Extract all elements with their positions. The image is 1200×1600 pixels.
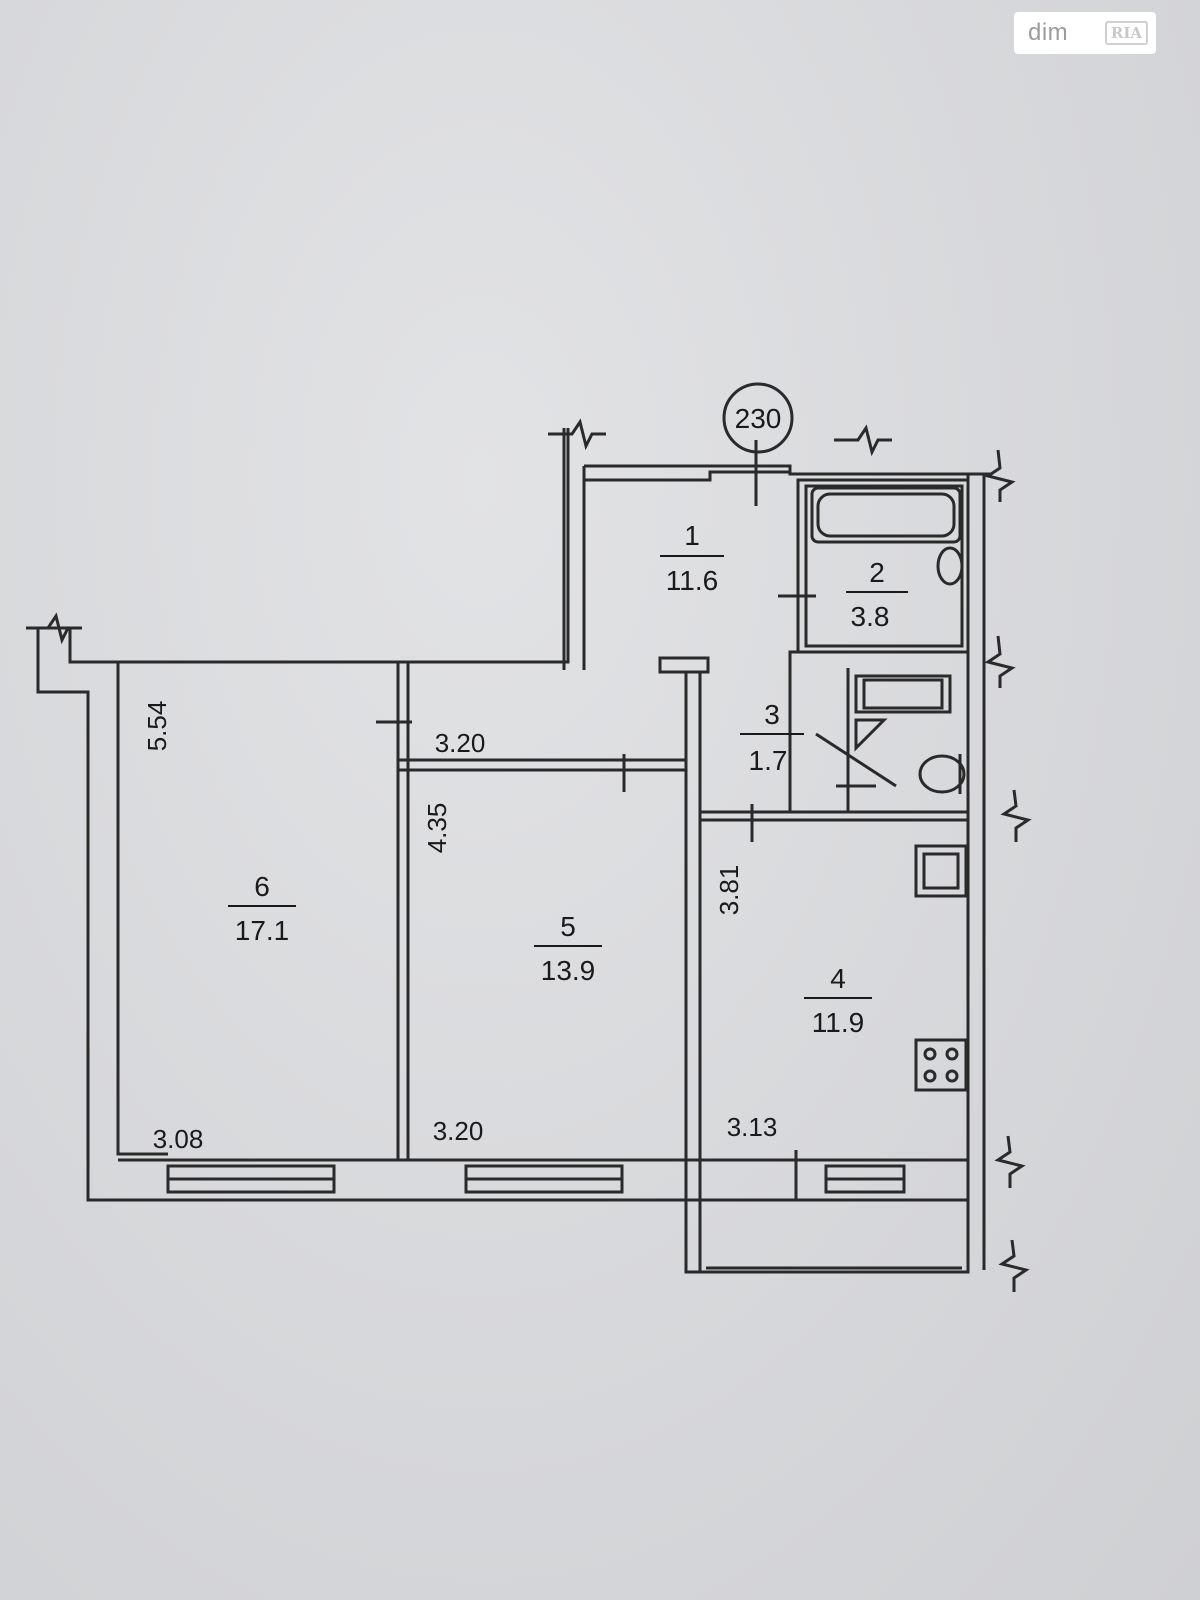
room2-number: 2: [869, 557, 885, 588]
room6-outer-wall: [38, 428, 570, 664]
break-symbol: [548, 418, 606, 451]
stove-burner: [945, 1047, 959, 1061]
dim-room4-height: 3.81: [714, 865, 744, 916]
dim-room5-height: 4.35: [422, 803, 452, 854]
dim-room6-height: 5.54: [142, 701, 172, 752]
watermark-brand-mark: RIA: [1104, 21, 1148, 45]
break-symbol: [834, 424, 892, 457]
top-wall-inner: [584, 470, 790, 482]
water-heater-inner: [862, 678, 944, 710]
partition-cap: [658, 656, 710, 674]
room6-number: 6: [254, 871, 270, 902]
room2-area: 3.8: [851, 601, 890, 632]
bathtub-inner: [816, 492, 956, 538]
room3-number: 3: [764, 699, 780, 730]
break-symbol: [984, 449, 1016, 502]
dim-room5-bottom-width: 3.20: [433, 1116, 484, 1146]
room1-area: 11.6: [666, 565, 718, 596]
apartment-number: 230: [735, 403, 782, 434]
bathroom-sink: [936, 546, 964, 586]
balcony: [684, 1198, 970, 1274]
kitchen-sink-inner: [922, 852, 960, 890]
room6-outer-wall-inner: [116, 662, 168, 1156]
dim-room5-top-width: 3.20: [435, 728, 486, 758]
walls: [26, 418, 1032, 1292]
break-symbol: [984, 635, 1016, 688]
stove-burner: [923, 1069, 937, 1083]
toilet: [918, 754, 966, 794]
kitchen-stove: [914, 1038, 968, 1092]
bathtub: [810, 486, 962, 544]
dim-room6-width: 3.08: [153, 1124, 204, 1154]
dim-room4-width: 3.13: [727, 1112, 778, 1142]
room-labels: [228, 555, 908, 999]
room4-area: 11.9: [812, 1007, 864, 1038]
break-symbol: [994, 1135, 1026, 1188]
break-symbol: [26, 612, 82, 645]
room6-area: 17.1: [235, 915, 290, 946]
water-heater: [854, 674, 952, 714]
break-symbol: [1000, 789, 1032, 842]
stove-burner: [945, 1069, 959, 1083]
kitchen-sink: [914, 844, 968, 898]
stove-burner: [923, 1047, 937, 1061]
leader-line: [815, 732, 897, 788]
corner-sink: [854, 718, 888, 752]
break-symbol: [998, 1239, 1030, 1292]
watermark-brand: dim: [1028, 19, 1069, 46]
dimria-watermark: dim RIA: [1014, 12, 1156, 54]
top-wall: [584, 464, 990, 476]
room1-number: 1: [684, 520, 700, 551]
apartment-number-circle: [722, 382, 794, 454]
west-exterior-wall: [36, 628, 690, 1202]
room5-number: 5: [560, 911, 576, 942]
room5-area: 13.9: [541, 955, 596, 986]
room4-number: 4: [830, 963, 846, 994]
room3-area: 1.7: [749, 745, 788, 776]
